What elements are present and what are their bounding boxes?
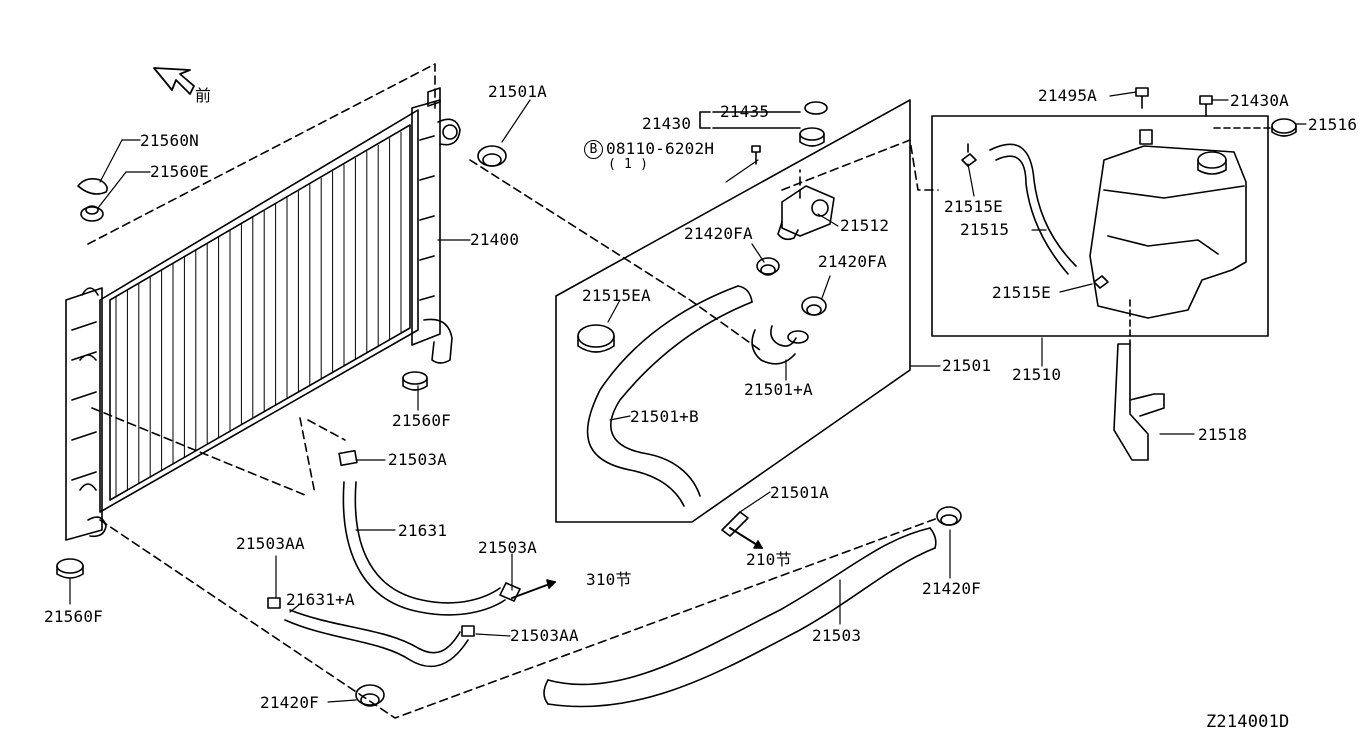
bolt-note-circle: B (584, 140, 603, 159)
part-label-21503AA-a[interactable]: 21503AA (236, 534, 305, 553)
part-label-21495A[interactable]: 21495A (1038, 86, 1097, 105)
part-label-21515E-a[interactable]: 21515E (944, 197, 1003, 216)
part-label-21518[interactable]: 21518 (1198, 425, 1248, 444)
part-label-21560E[interactable]: 21560E (150, 162, 209, 181)
part-label-21515E-b[interactable]: 21515E (992, 283, 1051, 302)
front-label: 前 (195, 86, 212, 105)
front-arrow-icon (153, 67, 195, 95)
lower-hoses (267, 449, 962, 708)
part-label-21420F-bottom[interactable]: 21420F (260, 693, 319, 712)
reservoir-tank-group (931, 87, 1297, 461)
part-label-21515[interactable]: 21515 (960, 220, 1010, 239)
part-label-21430A[interactable]: 21430A (1230, 91, 1289, 110)
part-label-21501B[interactable]: 21501+B (630, 407, 699, 426)
radiator (65, 63, 939, 719)
part-label-21560N[interactable]: 21560N (140, 131, 199, 150)
part-label-21515EA[interactable]: 21515EA (582, 286, 651, 305)
part-label-21560F-mid[interactable]: 21560F (392, 411, 451, 430)
bolt-note-qty: ( 1 ) (608, 157, 649, 172)
part-label-21501A-bottom[interactable]: 21501A (770, 483, 829, 502)
part-label-21560F-left[interactable]: 21560F (44, 607, 103, 626)
part-label-21631A[interactable]: 21631+A (286, 590, 355, 609)
part-label-21501[interactable]: 21501 (942, 356, 992, 375)
part-label-21503AA-b[interactable]: 21503AA (510, 626, 579, 645)
ref-310-label: 310节 (586, 570, 632, 589)
part-label-21420FA-b[interactable]: 21420FA (818, 252, 887, 271)
part-label-21516[interactable]: 21516 (1308, 115, 1358, 134)
part-label-21430[interactable]: 21430 (642, 114, 692, 133)
ref-210-label: 210节 (746, 550, 792, 569)
part-label-21512[interactable]: 21512 (840, 216, 890, 235)
part-label-21420F-right[interactable]: 21420F (922, 579, 981, 598)
diagram-id: Z214001D (1206, 712, 1290, 732)
part-label-21503[interactable]: 21503 (812, 626, 862, 645)
leader-lines (69, 91, 1307, 703)
part-label-21400[interactable]: 21400 (470, 230, 520, 249)
part-label-21510[interactable]: 21510 (1012, 365, 1062, 384)
part-label-21503A-b[interactable]: 21503A (478, 538, 537, 557)
part-label-21420FA-a[interactable]: 21420FA (684, 224, 753, 243)
part-label-21631[interactable]: 21631 (398, 521, 448, 540)
radiator-mount-parts (56, 178, 428, 579)
part-label-21501-plus-A[interactable]: 21501+A (744, 380, 813, 399)
part-label-21435[interactable]: 21435 (720, 102, 770, 121)
part-label-21501A-top[interactable]: 21501A (488, 82, 547, 101)
bolt-note-code[interactable]: 08110-6202H (606, 139, 715, 158)
upper-hose-group (469, 99, 939, 549)
part-label-21503A-a[interactable]: 21503A (388, 450, 447, 469)
